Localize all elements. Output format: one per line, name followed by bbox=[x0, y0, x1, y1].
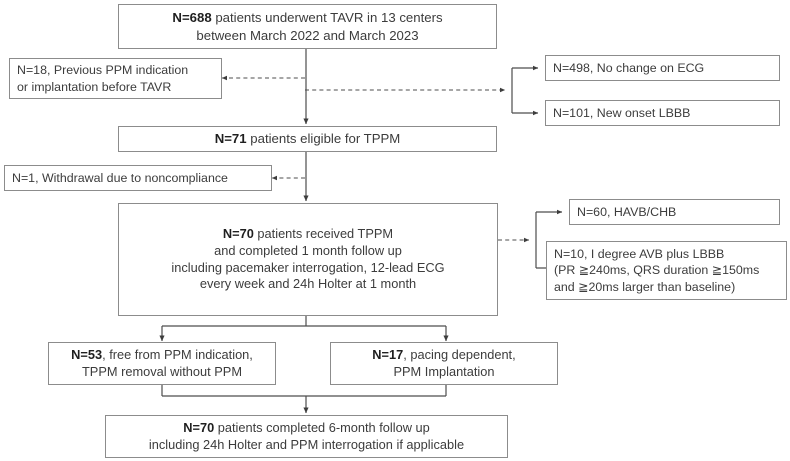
six-month-count: N=70 bbox=[183, 419, 215, 435]
received-tppm-line-4: every week and 24h Holter at 1 month bbox=[199, 276, 417, 292]
no-change-ecg-line-1: N=498, No change on ECG bbox=[553, 60, 705, 75]
node-eligible-for-tppm: N=71 patients eligible for TPPM bbox=[118, 126, 497, 152]
six-month-line-1: N=70 patients completed 6-month follow u… bbox=[183, 419, 430, 435]
enrollment-count: N=688 bbox=[172, 10, 212, 26]
enrollment-line-2: between March 2022 and March 2023 bbox=[196, 27, 419, 43]
withdrawal-line-1: N=1, Withdrawal due to noncompliance bbox=[12, 170, 228, 185]
six-month-line-2: including 24h Holter and PPM interrogati… bbox=[148, 436, 465, 452]
enrollment-line-1: N=688 patients underwent TAVR in 13 cent… bbox=[172, 10, 443, 26]
free-from-ppm-line-1: N=53, free from PPM indication, bbox=[71, 346, 253, 362]
havb-chb-line-1: N=60, HAVB/CHB bbox=[577, 204, 677, 219]
node-new-onset-lbbb: N=101, New onset LBBB bbox=[545, 100, 780, 126]
received-tppm-count: N=70 bbox=[222, 226, 254, 242]
avb-lbbb-line-2: (PR ≧240ms, QRS duration ≧150ms bbox=[554, 263, 760, 278]
excluded-ppm-line-2: or implantation before TAVR bbox=[17, 79, 172, 94]
node-six-month-follow-up: N=70 patients completed 6-month follow u… bbox=[105, 415, 508, 458]
node-received-tppm: N=70 patients received TPPM and complete… bbox=[118, 203, 498, 316]
node-withdrawal-noncompliance: N=1, Withdrawal due to noncompliance bbox=[4, 165, 272, 191]
node-avb-plus-lbbb: N=10, I degree AVB plus LBBB (PR ≧240ms,… bbox=[546, 241, 787, 300]
received-tppm-line-3: including pacemaker interrogation, 12-le… bbox=[171, 259, 445, 275]
received-tppm-line-1: N=70 patients received TPPM bbox=[222, 226, 394, 242]
node-no-change-on-ecg: N=498, No change on ECG bbox=[545, 55, 780, 81]
eligible-line-1: N=71 patients eligible for TPPM bbox=[214, 131, 401, 147]
node-free-from-ppm: N=53, free from PPM indication, TPPM rem… bbox=[48, 342, 276, 385]
received-tppm-line-2: and completed 1 month follow up bbox=[214, 242, 402, 258]
avb-lbbb-line-3: and ≧20ms larger than baseline) bbox=[554, 279, 736, 294]
avb-lbbb-line-1: N=10, I degree AVB plus LBBB bbox=[554, 247, 725, 262]
node-pacing-dependent: N=17, pacing dependent, PPM Implantation bbox=[330, 342, 558, 385]
free-from-ppm-line-2: TPPM removal without PPM bbox=[81, 363, 242, 379]
pacing-dependent-line-2: PPM Implantation bbox=[393, 363, 495, 379]
node-enrollment: N=688 patients underwent TAVR in 13 cent… bbox=[118, 4, 497, 49]
new-lbbb-line-1: N=101, New onset LBBB bbox=[553, 105, 691, 120]
pacing-dependent-count: N=17 bbox=[372, 346, 404, 362]
free-from-ppm-count: N=53 bbox=[71, 346, 103, 362]
eligible-count: N=71 bbox=[214, 131, 247, 147]
node-havb-chb: N=60, HAVB/CHB bbox=[569, 199, 780, 225]
excluded-ppm-line-1: N=18, Previous PPM indication bbox=[17, 63, 189, 78]
pacing-dependent-line-1: N=17, pacing dependent, bbox=[372, 346, 516, 362]
node-excluded-previous-ppm: N=18, Previous PPM indication or implant… bbox=[9, 58, 222, 99]
